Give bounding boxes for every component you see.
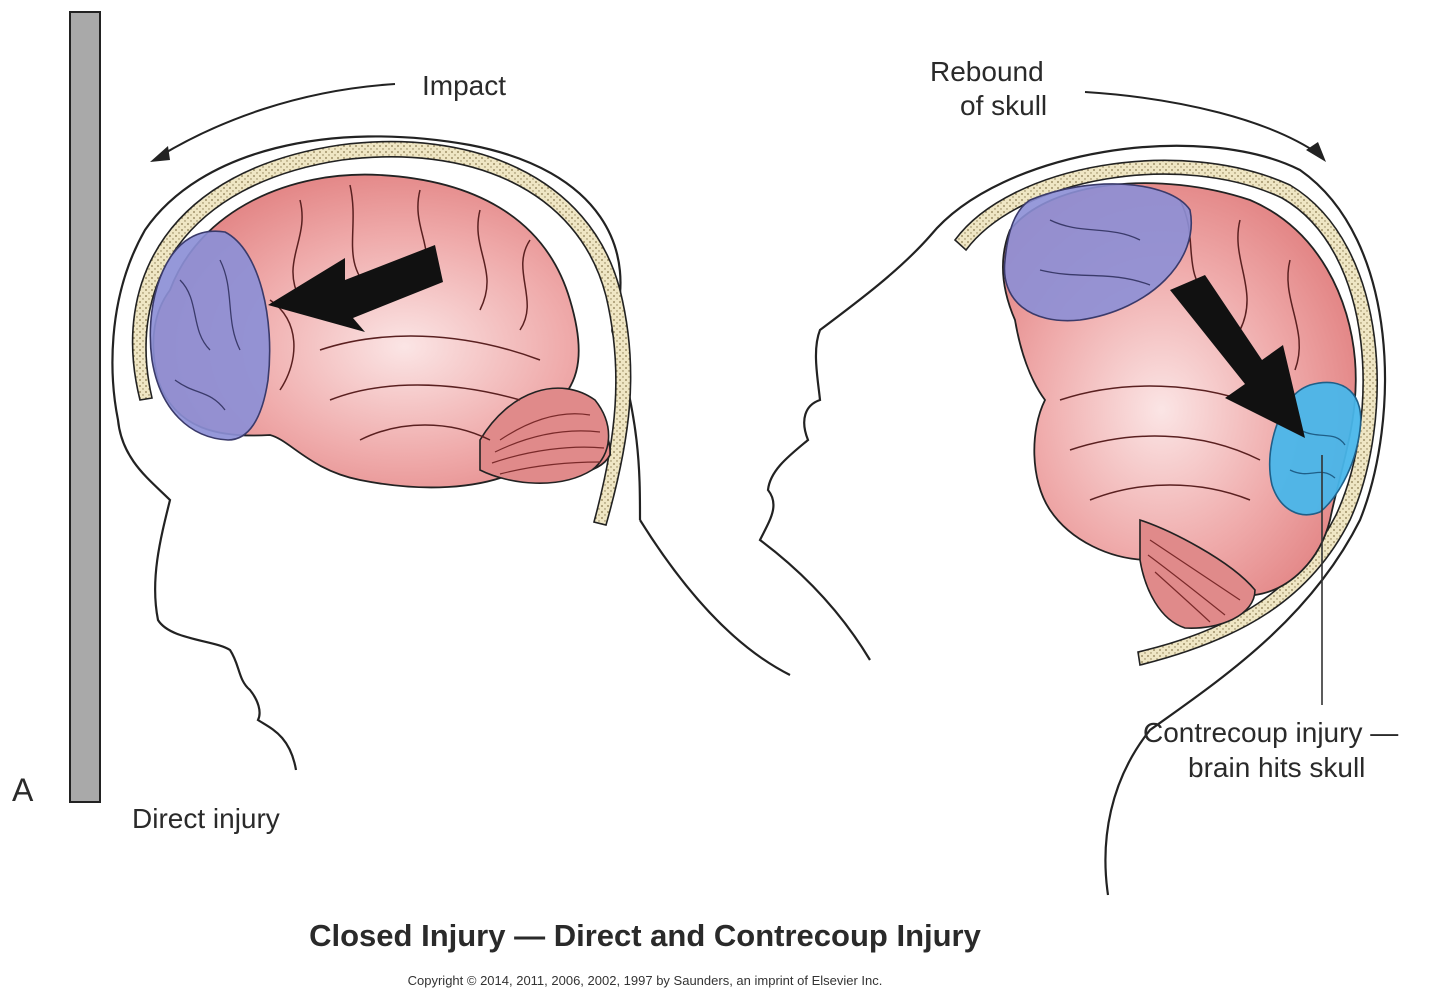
left-skull [131, 140, 632, 526]
direct-injury-label: Direct injury [132, 803, 280, 834]
impact-label: Impact [422, 70, 507, 101]
rebound-label-line2: of skull [960, 90, 1048, 121]
direct-contusion [149, 230, 271, 441]
contrecoup-label-line1: Contrecoup injury — [1143, 717, 1399, 748]
right-skull [953, 159, 1378, 666]
figure-title: Closed Injury — Direct and Contrecoup In… [309, 918, 981, 953]
impact-arrow [159, 83, 396, 157]
left-head-outline [111, 135, 791, 771]
panel-letter: A [12, 772, 34, 808]
impact-arrow-head [150, 146, 170, 162]
right-head-outline [758, 144, 1387, 896]
rebound-arrow [1084, 91, 1321, 156]
direct-force-arrow [268, 245, 443, 332]
wall [69, 11, 101, 803]
rebound-label-line1: Rebound [930, 56, 1044, 87]
right-cerebellum [1139, 518, 1256, 629]
contrecoup-force-arrow [1170, 275, 1305, 438]
left-cerebellum [479, 387, 610, 484]
right-frontal-region [1003, 183, 1193, 322]
contrecoup-label-line2: brain hits skull [1188, 752, 1366, 783]
copyright-line: Copyright © 2014, 2011, 2006, 2002, 1997… [407, 973, 883, 988]
rebound-arrow-head [1306, 142, 1326, 162]
